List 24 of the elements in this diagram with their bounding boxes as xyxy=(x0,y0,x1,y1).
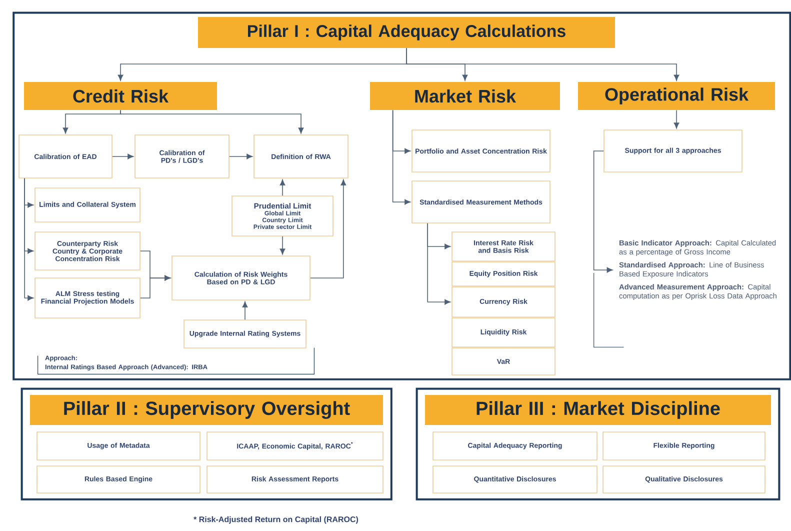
arrow xyxy=(593,150,613,273)
arrow xyxy=(392,110,411,205)
arrow xyxy=(280,179,286,196)
arrow xyxy=(24,178,34,301)
panel-frame xyxy=(12,12,791,380)
panel-frame xyxy=(416,388,780,500)
category-banner: Market Risk xyxy=(370,82,560,110)
arrow xyxy=(140,275,171,298)
footnote: * Risk-Adjusted Return on Capital (RAROC) xyxy=(194,516,358,524)
category-banner: Operational Risk xyxy=(578,82,775,110)
arrow xyxy=(310,179,346,278)
category-banner: Credit Risk xyxy=(24,82,217,110)
arrow xyxy=(674,110,680,129)
arrow xyxy=(280,236,286,255)
arrow xyxy=(112,154,134,160)
title-banner: Pillar III : Market Discipline xyxy=(425,395,771,425)
panel-frame xyxy=(20,388,392,500)
title-banner: Pillar II : Supervisory Oversight xyxy=(30,395,383,425)
title-banner: Pillar I : Capital Adequacy Calculations xyxy=(198,17,615,48)
arrow xyxy=(120,110,304,134)
arrow xyxy=(242,301,248,320)
arrow xyxy=(406,48,680,81)
arrow xyxy=(229,154,253,160)
arrow xyxy=(427,223,451,305)
